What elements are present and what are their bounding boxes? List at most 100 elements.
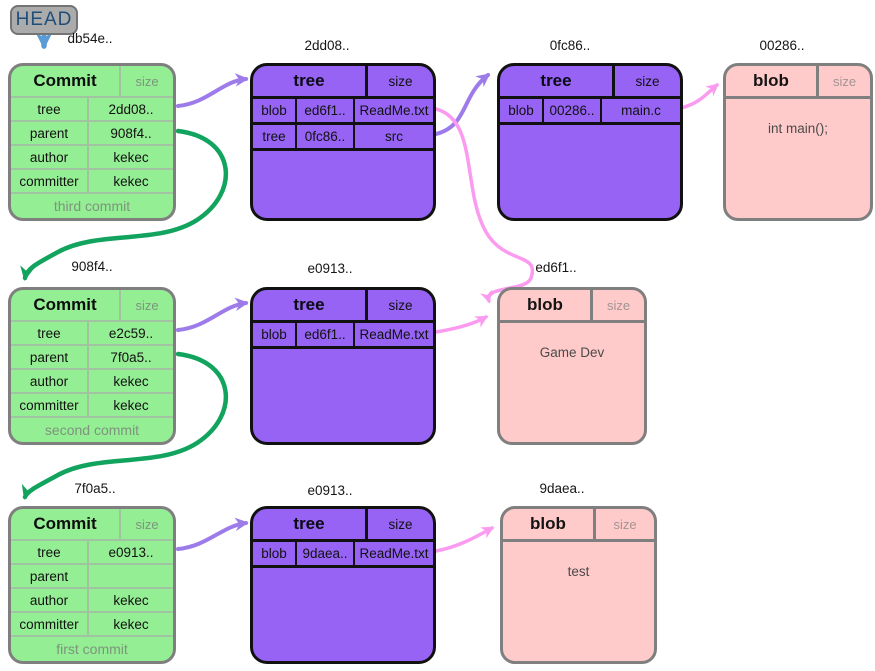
row-key: parent xyxy=(11,122,89,144)
hash-label-7f0a5: 7f0a5.. xyxy=(74,481,116,496)
commit-row-tree: tree e2c59.. xyxy=(11,322,173,346)
size-label: size xyxy=(388,73,413,89)
entry-type: blob xyxy=(253,99,297,122)
size-label: size xyxy=(832,73,857,89)
entry-type: blob xyxy=(500,99,544,122)
blob-header: blob size xyxy=(726,66,870,99)
blob-content: int main(); xyxy=(767,121,828,136)
hash-label-e0913-mid: e0913.. xyxy=(307,261,353,276)
commit-row-committer: committer kekec xyxy=(11,170,173,194)
blob-title: blob xyxy=(726,66,819,96)
arrow-readme-tree4-to-blob-9daea xyxy=(434,526,495,553)
size-label: size xyxy=(388,297,413,313)
arrow-commit1-tree-ref xyxy=(176,517,249,551)
hash-label-00286: 00286.. xyxy=(759,38,805,53)
commit-header: Commit size xyxy=(11,66,173,98)
commit-title: Commit xyxy=(11,290,121,320)
row-key: committer xyxy=(11,170,89,192)
entry-name: src xyxy=(385,129,403,144)
hash-label-db54e: db54e.. xyxy=(67,31,113,46)
commit-node-third: Commit size tree 2dd08.. parent 908f4.. … xyxy=(8,63,176,221)
hash-label-e0913-bottom: e0913.. xyxy=(307,483,353,498)
arrow-commit2-tree-ref xyxy=(176,297,249,332)
tree-title: tree xyxy=(253,66,368,96)
entry-type: blob xyxy=(253,323,297,346)
commit-node-first: Commit size tree e0913.. parent author k… xyxy=(8,506,176,664)
commit-node-second: Commit size tree e2c59.. parent 7f0a5.. … xyxy=(8,287,176,445)
blob-node-9daea: blob size test xyxy=(500,506,657,664)
tree-entry: blob 00286.. main.c xyxy=(500,99,680,125)
entry-hash: 00286.. xyxy=(544,99,602,122)
hash-label-0fc86: 0fc86.. xyxy=(549,38,591,53)
row-value xyxy=(89,565,173,587)
tree-header: tree size xyxy=(253,66,433,99)
row-value: kekec xyxy=(113,616,149,632)
commit-row-author: author kekec xyxy=(11,370,173,394)
blob-content: test xyxy=(567,564,590,579)
tree-entry: blob 9daea.. ReadMe.txt xyxy=(253,542,433,568)
tree-node-2dd08: tree size blob ed6f1.. ReadMe.txt tree 0… xyxy=(250,63,436,221)
row-value: kekec xyxy=(113,373,149,389)
tree-header: tree size xyxy=(253,509,433,542)
size-label: size xyxy=(613,516,637,532)
commit-row-parent: parent 908f4.. xyxy=(11,122,173,146)
entry-name: main.c xyxy=(621,103,661,118)
tree-title: tree xyxy=(500,66,615,96)
entry-name: ReadMe.txt xyxy=(359,546,429,561)
commit-title: Commit xyxy=(11,509,121,539)
row-value: kekec xyxy=(113,592,149,608)
commit-row-committer: committer kekec xyxy=(11,394,173,418)
commit-message: second commit xyxy=(44,422,140,438)
hash-label-9daea: 9daea.. xyxy=(539,481,585,496)
row-key: parent xyxy=(11,565,89,587)
head-badge: HEAD xyxy=(10,5,78,35)
row-key: committer xyxy=(11,613,89,635)
row-key: author xyxy=(11,370,89,392)
row-value: 908f4.. xyxy=(110,125,152,141)
commit-title: Commit xyxy=(11,66,121,96)
commit-message: first commit xyxy=(56,641,128,657)
row-key: tree xyxy=(11,541,89,563)
hash-label-2dd08: 2dd08.. xyxy=(304,38,350,53)
commit-row-tree: tree 2dd08.. xyxy=(11,98,173,122)
row-key: author xyxy=(11,146,89,168)
hash-label-908f4: 908f4.. xyxy=(71,259,113,274)
blob-node-ed6f1: blob size Game Dev xyxy=(497,287,647,445)
commit-message: third commit xyxy=(53,198,131,214)
row-key: author xyxy=(11,589,89,611)
row-value: kekec xyxy=(113,173,149,189)
blob-header: blob size xyxy=(503,509,654,542)
row-value: 2dd08.. xyxy=(108,101,154,117)
blob-content: Game Dev xyxy=(539,345,605,360)
row-key: tree xyxy=(11,98,89,120)
size-label: size xyxy=(135,73,159,89)
tree-header: tree size xyxy=(253,290,433,323)
commit-header: Commit size xyxy=(11,290,173,322)
tree-title: tree xyxy=(253,509,368,539)
commit-row-tree: tree e0913.. xyxy=(11,541,173,565)
tree-entry: tree 0fc86.. src xyxy=(253,125,433,151)
row-value: kekec xyxy=(113,397,149,413)
blob-title: blob xyxy=(503,509,596,539)
arrow-mainc-to-blob-00286 xyxy=(679,83,719,110)
row-key: committer xyxy=(11,394,89,416)
size-label: size xyxy=(135,297,159,313)
row-value: 7f0a5.. xyxy=(110,349,152,365)
entry-hash: ed6f1.. xyxy=(297,99,355,122)
entry-name: ReadMe.txt xyxy=(359,327,429,342)
tree-node-0fc86: tree size blob 00286.. main.c xyxy=(497,63,683,221)
tree-entry: blob ed6f1.. ReadMe.txt xyxy=(253,99,433,125)
commit-header: Commit size xyxy=(11,509,173,541)
tree-entry: blob ed6f1.. ReadMe.txt xyxy=(253,323,433,349)
entry-type: tree xyxy=(253,125,297,148)
blob-title: blob xyxy=(500,290,593,320)
arrow-src-to-subtree xyxy=(434,73,491,136)
size-label: size xyxy=(606,297,631,313)
size-label: size xyxy=(135,516,159,532)
tree-title: tree xyxy=(253,290,368,320)
commit-row-author: author kekec xyxy=(11,146,173,170)
commit-row-parent: parent xyxy=(11,565,173,589)
tree-node-e0913-bottom: tree size blob 9daea.. ReadMe.txt xyxy=(250,506,436,664)
row-value: e2c59.. xyxy=(108,325,154,341)
row-key: parent xyxy=(11,346,89,368)
